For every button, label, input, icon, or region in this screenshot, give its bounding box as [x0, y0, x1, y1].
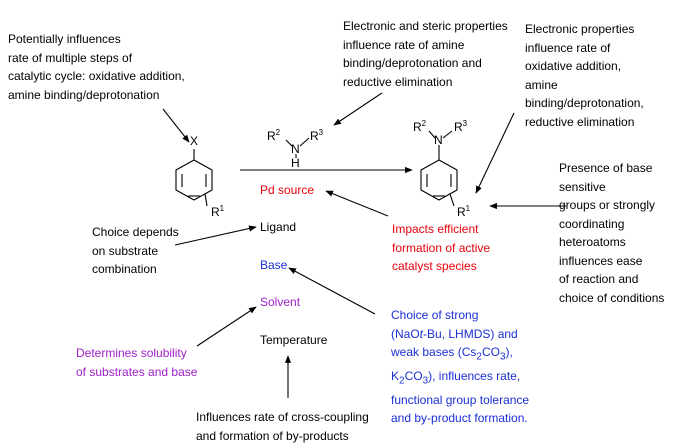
annotation-temperature: Influences rate of cross-coupling and fo…: [196, 410, 369, 443]
annotation-amine: Electronic and steric properties influen…: [343, 19, 508, 89]
annotation-ligand: Choice depends on substrate combination: [92, 225, 179, 276]
arrow-to-product: [475, 112, 515, 194]
pd-source-label: Pd source: [260, 183, 315, 197]
annotation-pd-source: Impacts efficient formation of active ca…: [392, 222, 491, 273]
amine-r2-label: R2: [267, 128, 281, 143]
halide-label: X: [190, 134, 199, 148]
amine-h-label: H: [291, 156, 300, 170]
annotation-product: Electronic properties influence rate of …: [525, 22, 644, 129]
annotation-solvent: Determines solubility of substrates and …: [76, 346, 198, 379]
annotation-substituent: Presence of base sensitive groups or str…: [559, 161, 665, 305]
amine-bonds: [285, 137, 310, 158]
ligand-label: Ligand: [260, 220, 297, 234]
product-ring: [420, 130, 458, 207]
arrow-to-pd-source: [325, 190, 389, 217]
annotation-base: Choice of strong (NaOt-Bu, LHMDS) and we…: [391, 308, 530, 426]
arrow-to-ligand: [174, 225, 257, 246]
product-r2-label: R2: [413, 119, 427, 134]
base-label: Base: [260, 258, 288, 272]
arrow-to-amine: [333, 92, 383, 126]
amine-r3-label: R3: [310, 128, 324, 143]
aryl-halide-ring: [175, 149, 213, 207]
annotation-aryl-halide: Potentially influences rate of multiple …: [8, 32, 185, 102]
product-r1-label: R1: [457, 204, 471, 219]
arrow-to-base: [288, 267, 376, 315]
temperature-label: Temperature: [260, 333, 328, 347]
solvent-label: Solvent: [260, 295, 301, 309]
amine-n-label: N: [291, 142, 300, 156]
arrow-to-aryl-halide: [162, 108, 190, 143]
product-r3-label: R3: [454, 119, 468, 134]
product-n-label: N: [434, 133, 443, 147]
aryl-r1-label: R1: [211, 204, 225, 219]
arrow-to-solvent: [196, 306, 257, 347]
arrows: [162, 92, 566, 398]
